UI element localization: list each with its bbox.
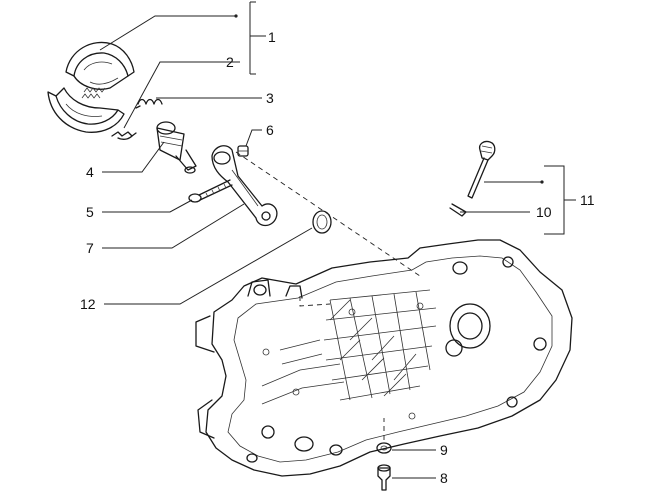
- washer: [237, 145, 249, 157]
- callout-4: 4: [86, 164, 94, 180]
- shoe-spring-clip: [111, 131, 137, 140]
- callout-10: 10: [536, 204, 552, 220]
- crankcase: [195, 239, 573, 477]
- drain-plug: [377, 464, 391, 491]
- callout-1: 1: [268, 29, 276, 45]
- callout-2: 2: [226, 54, 234, 70]
- brake-shoes: [47, 41, 135, 133]
- return-spring: [135, 98, 163, 109]
- brake-lever: [211, 145, 278, 227]
- brake-camshaft: [156, 121, 197, 174]
- callout-8: 8: [440, 470, 448, 486]
- oil-seal: [312, 210, 332, 234]
- callout-12: 12: [80, 296, 96, 312]
- callout-3: 3: [266, 90, 274, 106]
- drain-washer: [376, 442, 392, 454]
- leader-lines: [99, 1, 576, 479]
- assembly-guide-lines: [235, 151, 421, 440]
- callout-labels: 1 2 3 4 5 6 7 8 9 10 11 12: [80, 29, 595, 486]
- callout-5: 5: [86, 204, 94, 220]
- callout-9: 9: [440, 442, 448, 458]
- lever-bolt: [188, 179, 233, 203]
- callout-11: 11: [580, 192, 595, 208]
- oil-dipstick: [449, 140, 496, 217]
- callout-7: 7: [86, 240, 94, 256]
- callout-6: 6: [266, 122, 274, 138]
